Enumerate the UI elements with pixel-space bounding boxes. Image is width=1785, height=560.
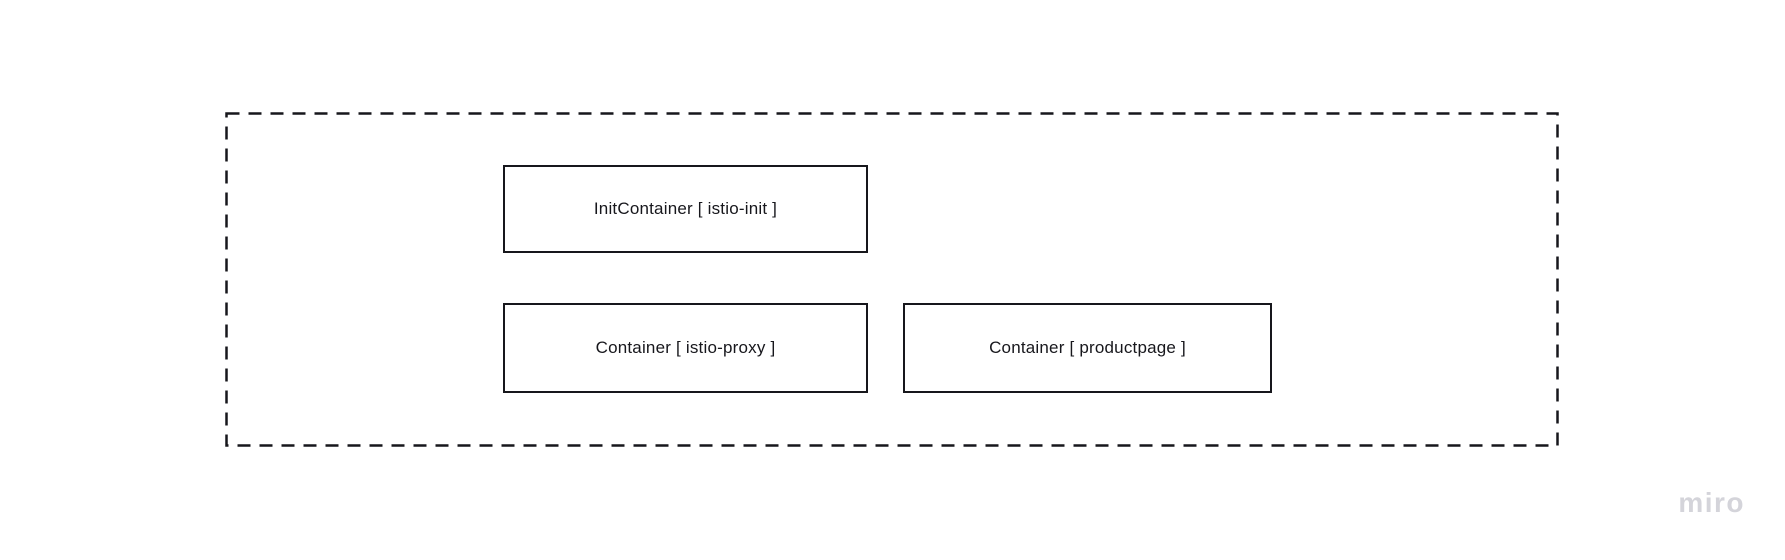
node-container-productpage-label: Container [ productpage ]	[989, 337, 1186, 357]
node-container-istio-proxy-label: Container [ istio-proxy ]	[595, 337, 776, 357]
dashed-border-outline	[225, 112, 1559, 447]
node-init-container-label: InitContainer [ istio-init ]	[593, 198, 778, 218]
pod-boundary-dashed-box[interactable]: InitContainer [ istio-init ] Container […	[225, 112, 1559, 447]
node-container-productpage[interactable]: Container [ productpage ]	[903, 303, 1272, 393]
miro-watermark: miro	[1678, 487, 1745, 518]
node-init-container[interactable]: InitContainer [ istio-init ]	[503, 165, 868, 253]
node-container-istio-proxy[interactable]: Container [ istio-proxy ]	[503, 303, 868, 393]
